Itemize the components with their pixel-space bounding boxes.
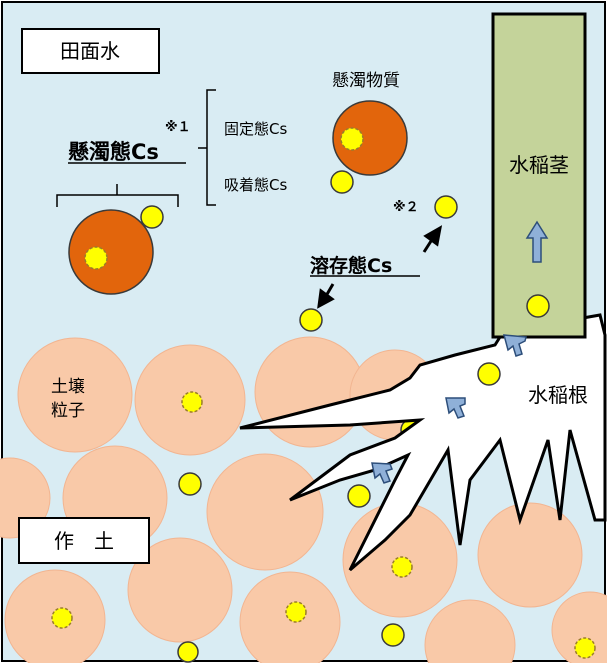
- soil-particle: [17, 337, 133, 453]
- cs-particle: [177, 641, 199, 663]
- suspended-matter-label: 懸濁物質: [332, 71, 400, 91]
- cs-particle: [526, 294, 550, 318]
- classification-brace: [198, 89, 216, 206]
- root-label: 水稲根: [528, 383, 588, 407]
- cs-particle: [391, 556, 413, 578]
- soil-particle: [254, 336, 366, 448]
- stem-label: 水稲茎: [509, 153, 569, 177]
- suspended-cs-label: 懸濁態Cs: [68, 140, 159, 164]
- dissolved-cs-particle: [434, 195, 458, 219]
- note-mark-1: ※１: [165, 120, 191, 135]
- topsoil-label: 作 土: [54, 529, 114, 553]
- dissolved-arrows: [317, 225, 443, 309]
- soil-particle: [206, 453, 324, 571]
- soil-particle-label-line2: 粒子: [51, 401, 85, 421]
- fixed-cs-particle: [340, 127, 364, 151]
- water-label: 田面水: [60, 39, 120, 63]
- cs-particle: [477, 362, 501, 386]
- stem-up-arrow: [525, 220, 549, 263]
- soil-particle-label-line1: 土壌: [51, 377, 85, 397]
- cs-particle: [181, 391, 203, 413]
- adsorbed-cs-particle: [330, 170, 354, 194]
- adsorbed-cs-particle: [140, 205, 164, 229]
- rice-root: [239, 313, 607, 572]
- note-mark-2: ※２: [393, 200, 419, 215]
- root-arrow-1: [502, 334, 527, 357]
- root-arrow-2: [445, 397, 466, 419]
- water-label-box: [21, 28, 160, 74]
- root-arrow-3: [371, 462, 393, 484]
- fixed-cs-particle: [84, 246, 108, 270]
- cs-particle: [347, 484, 371, 508]
- fixed-cs-label: 固定態Cs: [224, 120, 287, 138]
- suspended-particle-large: [68, 209, 154, 295]
- cs-particle: [51, 607, 73, 629]
- uptake-arrows: [371, 220, 549, 484]
- topsoil-label-box: [18, 517, 150, 564]
- soil-particle: [424, 599, 516, 663]
- soil-particle: [477, 502, 583, 608]
- cs-particle: [574, 637, 596, 659]
- adsorbed-cs-label: 吸着態Cs: [224, 176, 287, 194]
- suspended-matter: [332, 100, 408, 176]
- cs-particle: [178, 472, 202, 496]
- fixed-cs-in-soil: [51, 391, 596, 659]
- cs-particle: [285, 601, 307, 623]
- cs-in-plant: [477, 294, 550, 386]
- particle-bracket: [56, 184, 179, 207]
- dissolved-cs-particle: [299, 308, 323, 332]
- cs-particle: [381, 623, 405, 647]
- soil-particle: [127, 537, 233, 643]
- dissolved-cs-label: 溶存態Cs: [310, 254, 392, 277]
- rice-stem: [491, 12, 587, 339]
